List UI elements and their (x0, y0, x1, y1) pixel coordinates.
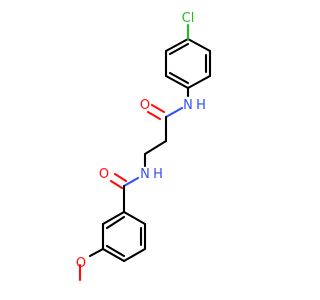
bond (105, 244, 126, 258)
bond (186, 74, 212, 90)
molecule-structure-diagram: Cl N H O N H O O (76, 11, 212, 282)
bond (105, 215, 126, 230)
atom-label-carbonyl-oxygen-top: O (140, 98, 150, 113)
bond (168, 42, 190, 56)
atom-label-carbonyl-oxygen-mid: O (99, 167, 109, 182)
atom-label-amide-nitrogen-mid: N (140, 167, 150, 182)
atom-label-chlorine: Cl (182, 11, 195, 26)
atom-label-layer: Cl N H O N H O O (76, 11, 206, 271)
bond (164, 37, 190, 53)
atom-label-amide-nitrogen-top: N (183, 98, 193, 113)
bond (122, 176, 140, 188)
bond (164, 74, 190, 90)
bond (186, 37, 212, 53)
bond (101, 247, 126, 263)
bond-carbonyl-mid (109, 179, 124, 190)
atom-label-amide-hydrogen-top: H (196, 98, 206, 113)
atom-label-amide-hydrogen-mid: H (153, 167, 163, 182)
bond-layer (78, 23, 212, 282)
bond (88, 247, 105, 258)
bond-carbonyl-top (150, 103, 166, 114)
bond-carbonyl-mid (113, 172, 128, 183)
bond (122, 210, 147, 226)
bond (164, 106, 184, 119)
bond (143, 139, 168, 156)
atom-label-methoxy-oxygen: O (76, 256, 86, 271)
bond (122, 247, 147, 263)
bond (101, 210, 126, 226)
bond (168, 71, 190, 85)
bond-carbonyl-top (146, 110, 162, 121)
